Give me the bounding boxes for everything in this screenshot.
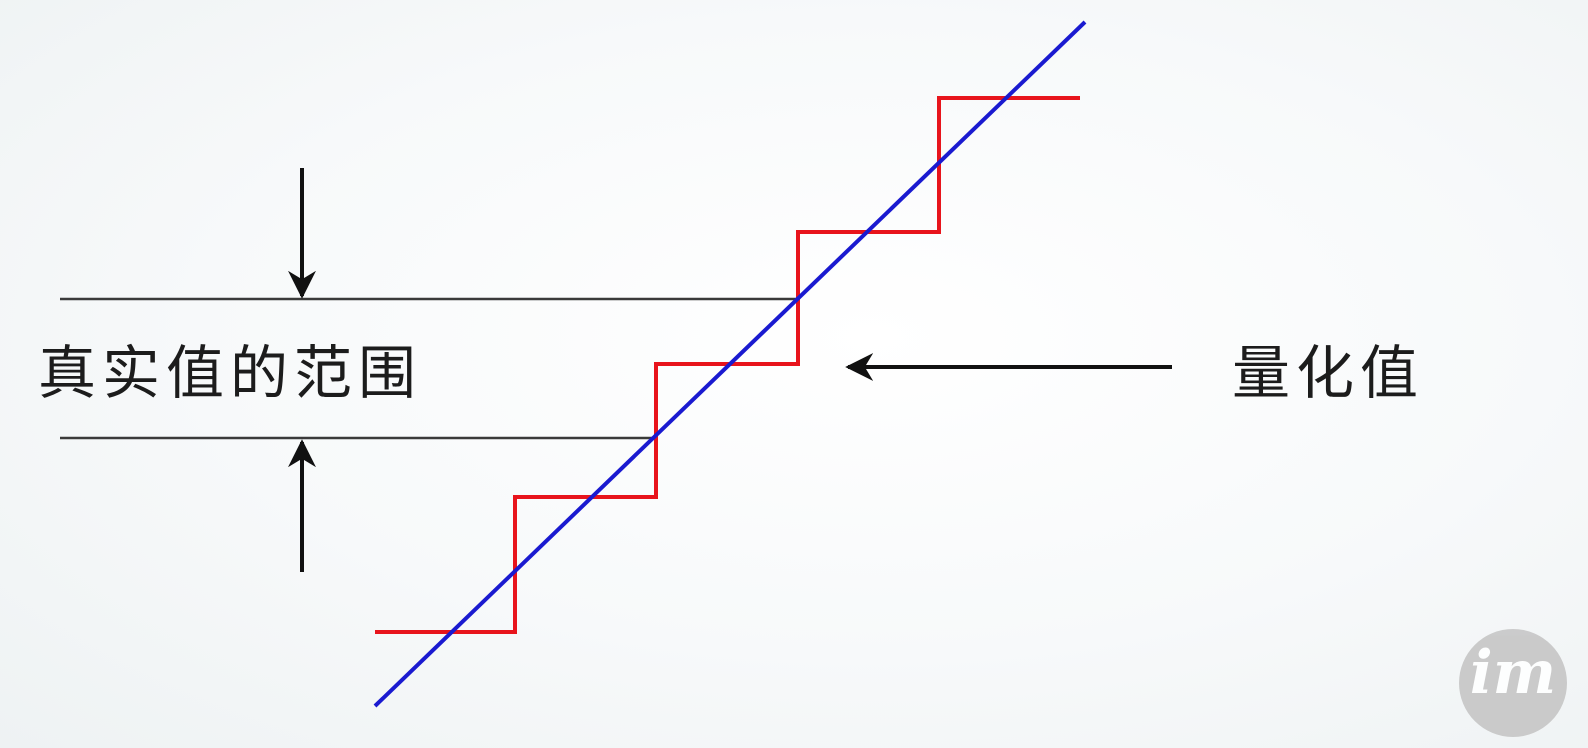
watermark-logo: im	[1459, 629, 1567, 737]
quantized-value-label: 量化值	[1232, 339, 1425, 407]
watermark-text: im	[1469, 638, 1557, 708]
range-label: 真实值的范围	[38, 339, 423, 407]
true-value-diagonal	[373, 20, 1087, 708]
